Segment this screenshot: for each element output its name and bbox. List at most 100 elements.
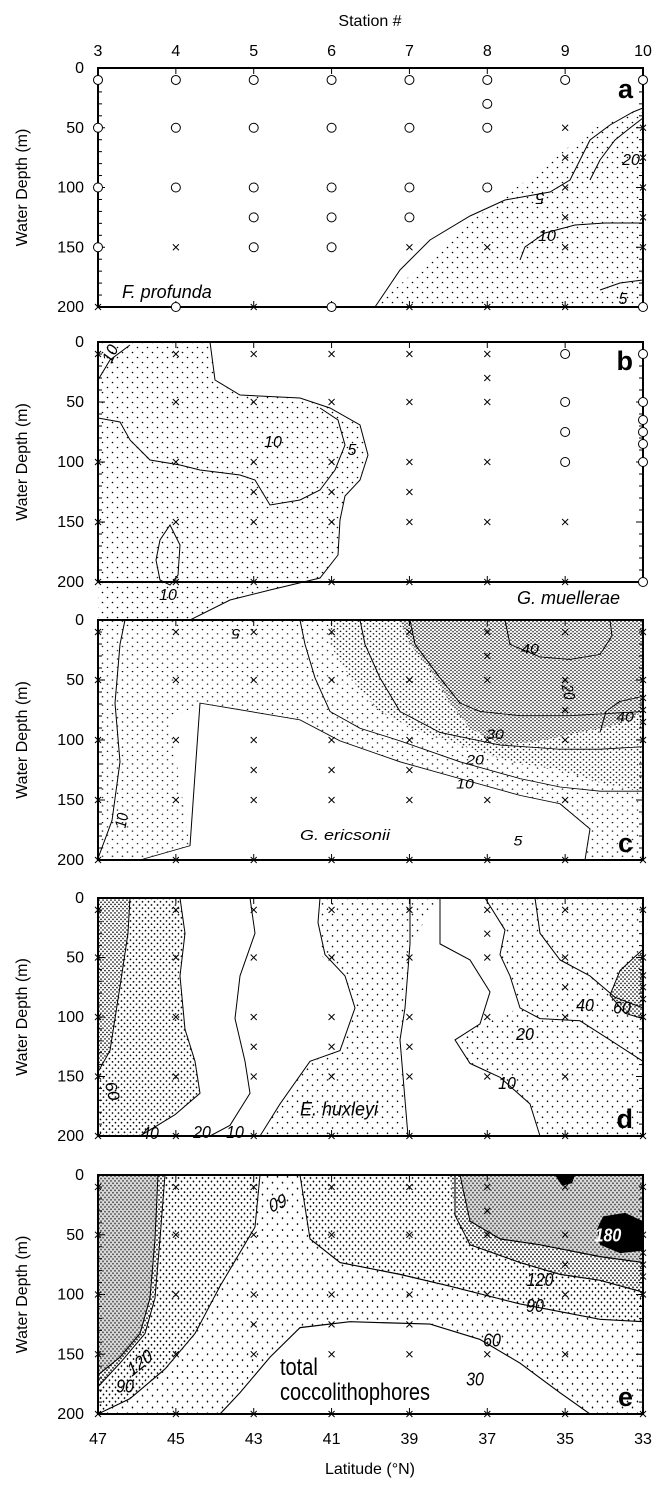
sample-cross-marker <box>94 518 102 526</box>
sample-cross-marker <box>250 578 258 586</box>
panel-b-ylabel: Water Depth (m) <box>14 403 31 521</box>
contour-label-e-4: 90 <box>526 1295 544 1317</box>
sample-cross-marker <box>406 1350 413 1358</box>
sample-open-marker <box>326 242 337 253</box>
region-e-120 <box>98 1175 158 1375</box>
panel-c-ylabel: Water Depth (m) <box>14 681 31 799</box>
sample-cross-marker <box>328 1073 335 1080</box>
region-c-40 <box>400 620 643 746</box>
sample-cross-marker <box>406 518 413 526</box>
sample-cross-marker <box>250 1043 258 1051</box>
contour-line-e-90a <box>97 1174 166 1388</box>
sample-cross-marker <box>94 628 102 636</box>
sample-open-marker <box>560 397 571 407</box>
sample-cross-marker <box>639 243 647 251</box>
panel-b: 10 10 5 10 G. muellerae <box>97 341 620 651</box>
y-tick-label: 0 <box>75 1167 84 1184</box>
panel-a: 5 20 10 5 F. profunda <box>122 107 644 308</box>
sample-cross-marker <box>406 488 413 496</box>
sample-cross-marker <box>406 1321 413 1328</box>
sample-cross-marker <box>406 1073 413 1080</box>
sample-cross-marker <box>483 350 491 358</box>
sample-cross-marker <box>639 214 647 221</box>
contour-label-a-3: 10 <box>538 228 556 245</box>
sample-cross-marker <box>406 1043 413 1051</box>
contour-line-c-30 <box>409 619 644 717</box>
sample-cross-marker <box>328 518 335 526</box>
sample-open-marker <box>404 212 415 223</box>
latitude-tick-label: 35 <box>556 1431 574 1448</box>
sample-open-marker <box>170 182 181 193</box>
sample-open-marker <box>404 74 415 85</box>
sample-cross-marker <box>250 766 258 774</box>
y-tick-label: 50 <box>66 1227 84 1244</box>
sample-open-marker <box>560 457 571 467</box>
sample-cross-marker <box>328 856 335 864</box>
sample-cross-marker <box>172 676 180 684</box>
station-tick-label: 9 <box>561 43 570 60</box>
sample-cross-marker <box>483 628 491 636</box>
sample-cross-marker <box>94 303 102 311</box>
sample-cross-marker <box>561 906 569 914</box>
contour-line-c-10 <box>97 619 126 859</box>
contour-label-a-1: 5 <box>535 189 544 206</box>
sample-cross-marker <box>483 906 491 914</box>
sample-cross-marker <box>483 398 491 406</box>
y-tick-label: 100 <box>57 180 84 197</box>
station-tick-label: 5 <box>249 43 258 60</box>
sample-cross-marker <box>328 796 335 804</box>
sample-cross-marker <box>639 1231 647 1239</box>
sample-cross-marker <box>639 1410 647 1418</box>
sample-cross-marker <box>328 458 335 466</box>
contour-line-d-10a <box>259 897 356 1137</box>
y-tick-label: 150 <box>57 239 84 256</box>
species-label-b: G. muellerae <box>517 588 620 608</box>
sample-open-marker <box>638 439 648 449</box>
sample-open-marker <box>93 74 103 85</box>
sample-cross-marker <box>406 856 413 864</box>
sample-cross-marker <box>250 1231 258 1239</box>
contour-label-c-7: 10 <box>456 778 475 793</box>
sample-cross-marker <box>561 1231 569 1239</box>
region-d-60 <box>98 898 130 1072</box>
contour-line-d-20a <box>209 897 256 1137</box>
region-a-5 <box>375 108 643 307</box>
sample-cross-marker <box>639 971 647 979</box>
contour-label-d-4: 10 <box>226 1123 245 1143</box>
contour-label-d-2: 40 <box>141 1124 160 1144</box>
sample-cross-marker <box>250 676 258 684</box>
y-tick-label: 50 <box>66 672 84 689</box>
contour-line-d-40b <box>534 897 644 1009</box>
sample-open-marker <box>170 122 181 133</box>
sample-cross-marker <box>172 1350 180 1358</box>
sample-cross-marker <box>328 350 335 358</box>
contour-line-e-90b <box>454 1174 644 1293</box>
sample-cross-marker <box>406 458 413 466</box>
sample-cross-marker <box>406 1410 413 1418</box>
sample-cross-marker <box>483 1073 491 1080</box>
contour-label-e-2: 180 <box>595 1224 622 1246</box>
sample-cross-marker <box>94 1132 102 1140</box>
contour-line-d-10c <box>439 898 541 1137</box>
y-tick-label: 200 <box>57 1128 84 1145</box>
sample-cross-marker <box>94 954 102 961</box>
species-label-c: G. ericsonii <box>300 826 391 843</box>
sample-cross-marker <box>639 718 647 726</box>
region-e-180 <box>597 1212 643 1254</box>
sample-open-marker <box>560 74 571 85</box>
species-label-e-line1: total <box>280 1353 318 1380</box>
panel-a-ylabel: Water Depth (m) <box>14 129 31 247</box>
sample-open-marker <box>482 74 493 85</box>
sample-cross-marker <box>561 706 569 714</box>
y-tick-label: 100 <box>57 454 84 471</box>
sample-cross-marker <box>483 1013 491 1021</box>
y-tick-label: 150 <box>57 514 84 531</box>
sample-cross-marker <box>406 578 413 586</box>
sample-open-marker <box>248 74 259 85</box>
sample-cross-marker <box>483 1231 491 1239</box>
sample-cross-marker <box>639 983 647 991</box>
contour-line-c-10b <box>299 619 643 792</box>
sample-cross-marker <box>94 1013 102 1021</box>
sample-cross-marker <box>250 458 258 466</box>
